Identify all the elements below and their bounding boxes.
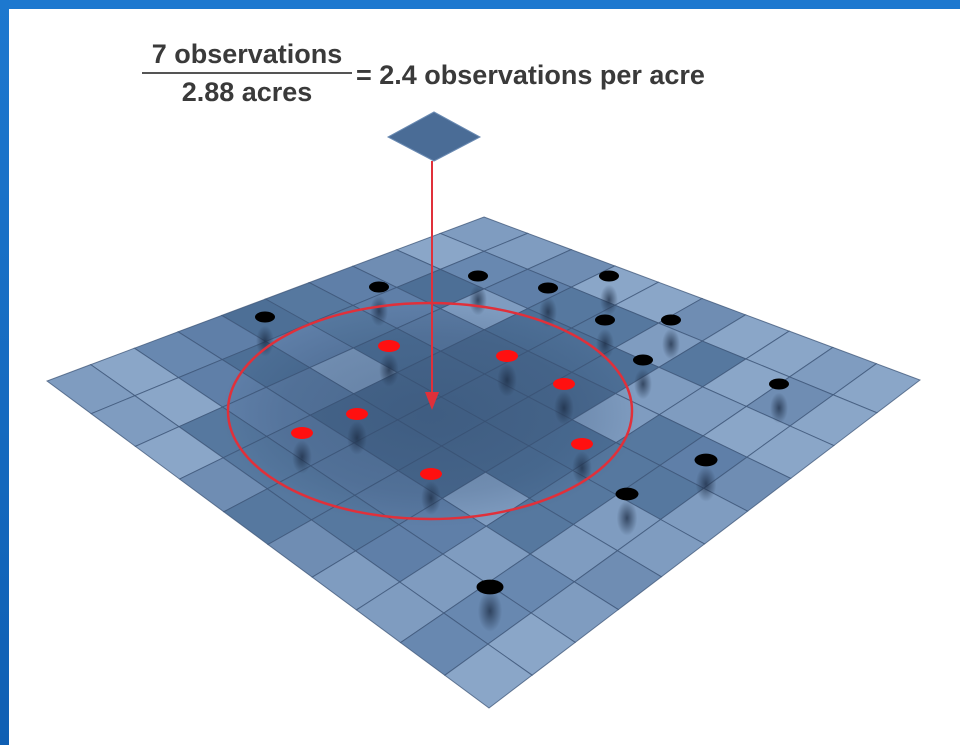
numerator: 7 observations (151, 39, 343, 69)
arrow-head-icon (425, 392, 439, 410)
observation-point-inside (496, 350, 518, 362)
observation-point-outside (538, 282, 558, 294)
point-shadow (539, 296, 557, 328)
observation-point-inside (420, 468, 442, 480)
observation-point-outside (615, 487, 639, 501)
search-radius-circle (226, 301, 634, 521)
equation-result: = 2.4 observations per acre (356, 60, 705, 90)
point-shadow (600, 284, 618, 316)
point-shadow (292, 440, 312, 474)
observation-point-outside (599, 270, 619, 282)
observation-point-outside (595, 314, 615, 326)
observation-point-inside (378, 340, 400, 352)
point-shadow (596, 328, 614, 360)
observation-point-outside (255, 311, 275, 323)
observation-point-outside (369, 281, 389, 293)
observation-point-outside (633, 354, 653, 366)
denominator: 2.88 acres (181, 77, 313, 107)
point-shadow (497, 363, 517, 397)
point-shadow (634, 368, 652, 400)
observation-point-inside (346, 408, 368, 420)
point-shadow (477, 590, 503, 632)
fraction: 7 observations 2.88 acres (142, 38, 352, 107)
observation-point-outside (769, 378, 789, 390)
point-shadow (469, 284, 487, 316)
point-shadow (256, 325, 274, 357)
point-shadow (572, 451, 592, 485)
point-shadow (379, 353, 399, 387)
point-shadows (256, 284, 788, 632)
observation-point-inside (571, 438, 593, 450)
point-shadow (370, 295, 388, 327)
observation-point-outside (468, 270, 488, 282)
fraction-bar (142, 72, 352, 74)
observation-point-outside (694, 453, 718, 467)
search-area-shading (220, 303, 640, 527)
grid-cell (443, 643, 533, 709)
observation-points (255, 270, 789, 595)
observation-point-inside (291, 427, 313, 439)
output-cell-icon (386, 111, 482, 162)
point-shadow (662, 328, 680, 360)
point-shadow (347, 421, 367, 455)
point-shadow (616, 500, 638, 536)
observation-point-outside (661, 314, 681, 326)
point-shadow (421, 481, 441, 515)
point-shadow (695, 466, 717, 502)
observation-point-outside (476, 579, 504, 595)
point-shadow (770, 392, 788, 424)
point-shadow (554, 391, 574, 425)
observation-point-inside (553, 378, 575, 390)
